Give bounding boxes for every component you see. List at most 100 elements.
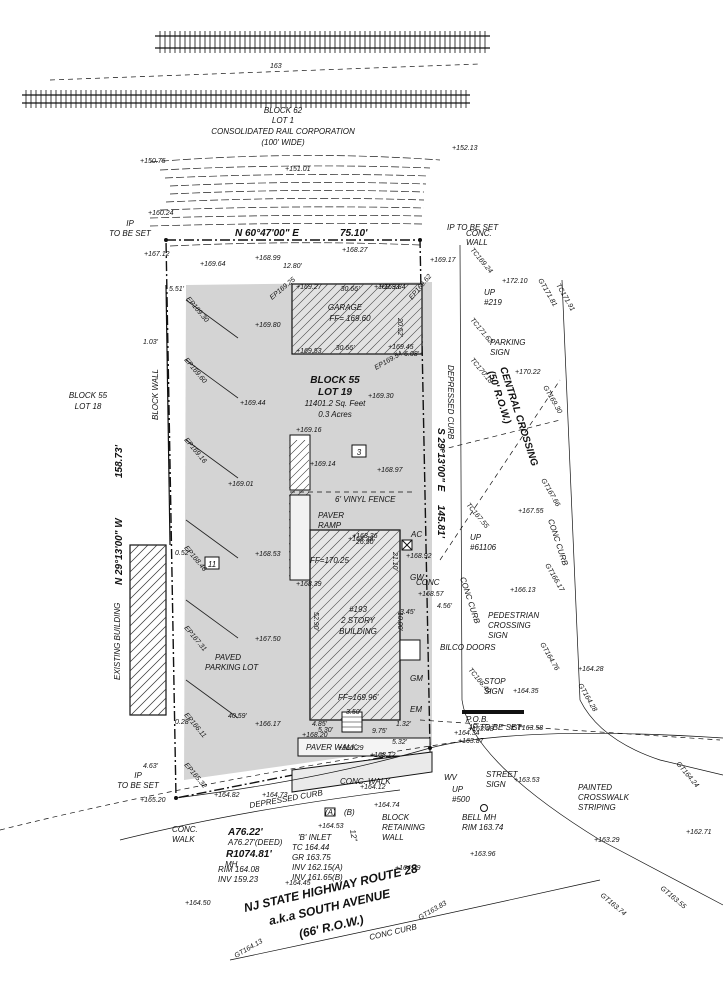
paved-lot-label-1: PAVED	[215, 653, 241, 662]
ip-nw-2: TO BE SET	[109, 229, 152, 238]
street-sign-1: STREET	[486, 770, 519, 779]
bell-mh: BELL MH	[462, 813, 496, 822]
retaining-1: BLOCK	[382, 813, 410, 822]
spot-elevation: +169.17	[430, 257, 457, 264]
contour-163-label: 163	[270, 63, 282, 70]
central-crossing-curb-west	[459, 244, 723, 906]
route-28-arc	[0, 739, 471, 831]
spot-elevation: +168.92	[406, 553, 432, 560]
railroad-width-label: (100' WIDE)	[261, 138, 305, 147]
spot-elevation: +166.13	[510, 587, 536, 594]
pipe-12: 12"	[348, 829, 359, 843]
offset-dim: 9.75'	[372, 728, 388, 735]
curve-radius: R1074.81'	[226, 849, 272, 860]
spot-elevation: +168.27	[342, 247, 369, 254]
mh-inv: INV 159.23	[218, 875, 259, 884]
spot-elevation: +163.29	[594, 837, 620, 844]
spot-elevation: +169.01	[228, 481, 254, 488]
garage-offset: 6.08'	[404, 351, 420, 358]
inlet-label: 'B' INLET	[298, 833, 332, 842]
marker-3-box	[351, 444, 367, 458]
conc-wall-label-2: WALL	[466, 238, 488, 247]
spot-elevation: +164.34	[454, 730, 480, 737]
spot-label: GT164.28	[576, 683, 598, 714]
arc-deed: A76.27'(DEED)	[227, 838, 283, 847]
crosswalk-1: PAINTED	[578, 783, 612, 792]
offset-dim: 1.03'	[143, 339, 159, 346]
spot-elevation: +164.12	[360, 784, 386, 791]
inlet-gr: GR 163.75	[292, 853, 331, 862]
retaining-2: RETAINING	[382, 823, 425, 832]
spot-elevation: +160.24	[148, 210, 174, 217]
spot-elevation: +163.96	[470, 851, 496, 858]
offset-dim: 40.59'	[228, 713, 248, 720]
spot-elevation: +172.10	[502, 278, 528, 285]
offset-dim: 4.56'	[437, 603, 453, 610]
route-28-curb-north	[175, 732, 723, 799]
spot-label: GT164.13	[234, 938, 265, 960]
spot-elevation: +164.28	[578, 666, 604, 673]
spot-elevation: +169.44	[240, 400, 266, 407]
spot-elevation: +167.50	[255, 636, 281, 643]
railroad-owner-label: CONSOLIDATED RAIL CORPORATION	[211, 127, 355, 136]
parking-sign-label-1: PARKING	[490, 338, 525, 347]
conc-walk-label: CONC. WALK	[340, 777, 391, 786]
bilco-doors	[399, 639, 421, 661]
pipe-b: (B)	[344, 808, 355, 817]
spot-elevation: +166.17	[255, 721, 282, 728]
block-wall	[165, 284, 171, 546]
garage	[291, 283, 423, 355]
up500-label-1: UP	[452, 785, 464, 794]
spot-elevation: +168.99	[255, 255, 281, 262]
spot-label: GT171.81	[536, 278, 558, 309]
spot-label: GT164.24	[674, 761, 699, 789]
existing-building-label: EXISTING BUILDING	[113, 603, 122, 680]
spot-elevation: +163.58	[468, 726, 494, 733]
garage-dim-side: 20.52'	[396, 317, 403, 338]
garage-dim-top: 30.66'	[341, 286, 361, 293]
spot-elevation: +169.53	[296, 348, 322, 355]
spot-elevation: +164.73	[262, 792, 288, 799]
spot-label: GT166.17	[543, 563, 565, 594]
spot-elevation: +169.33	[374, 284, 400, 291]
inlet-inv-a: INV 162.15(A)	[292, 863, 343, 872]
offset-dim: 1.32'	[396, 721, 412, 728]
spot-elevation: +169.84	[380, 284, 406, 291]
route-28-curb-south	[229, 879, 601, 961]
central-crossing-curb-east	[561, 279, 723, 776]
conc-curb-east: CONC CURB	[546, 518, 570, 567]
paved-lot-label-2: PARKING LOT	[205, 663, 259, 672]
stop-sign-2: SIGN	[484, 687, 504, 696]
building-dim-left: 52.90'	[312, 612, 319, 632]
existing-building	[129, 544, 167, 716]
spot-elevation: +169.64	[200, 261, 226, 268]
offset-dim: 5.30'	[318, 727, 334, 734]
spot-elevation: +163.53	[514, 777, 540, 784]
ip-nw-point	[164, 238, 168, 242]
building-dim-side: 21.10'	[391, 551, 398, 572]
inlet-icon	[324, 807, 336, 817]
marker-11: 11	[208, 560, 216, 569]
lot-area-sqft: 11401.2 Sq. Feet	[305, 399, 367, 408]
ip-ne: IP TO BE SET	[447, 223, 499, 232]
offset-dim: 5.32'	[392, 739, 408, 746]
spot-elevation: +168.38	[348, 536, 374, 543]
bearing-west: N 29°13'00" W	[114, 517, 125, 585]
building-ff2: FF=169.96'	[338, 693, 379, 702]
offset-dim: 3.50'	[346, 709, 362, 716]
track-centerline	[49, 63, 481, 81]
spot-elevation: +150.75	[140, 158, 166, 165]
gw-label: GW	[410, 573, 425, 582]
arc-length: A76.22'	[227, 827, 263, 838]
block-wall-label: BLOCK WALL	[151, 369, 160, 420]
pob-label: P.O.B.	[466, 715, 489, 724]
railroad-tracks	[22, 31, 490, 108]
parking-stall-lines	[185, 299, 239, 719]
conc-walk	[291, 751, 433, 793]
spot-label: GT163.74	[599, 892, 627, 917]
ip-ne-point	[418, 238, 422, 242]
dashed-line-2	[439, 379, 561, 561]
spot-elevation: +164.82	[214, 792, 240, 799]
paver-walk-label: PAVER WALK	[306, 743, 358, 752]
